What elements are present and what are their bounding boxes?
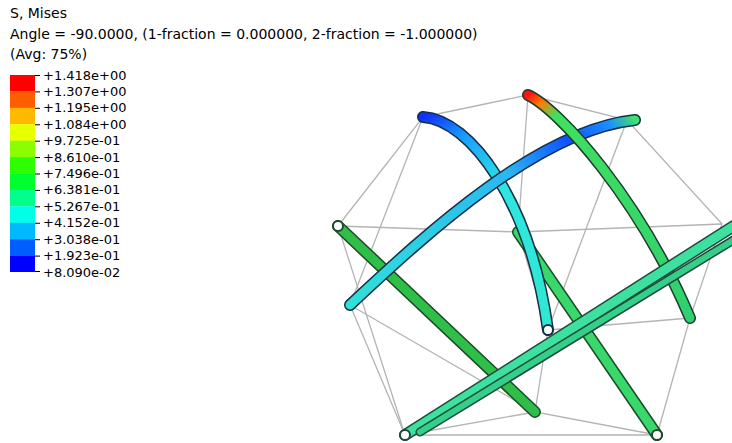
tube <box>420 236 732 432</box>
tube-outline <box>405 222 732 435</box>
legend-value: +3.038e-01 <box>43 233 120 246</box>
tube-end <box>333 221 343 231</box>
colour-band <box>10 75 35 92</box>
colour-bar-ticks <box>35 76 40 272</box>
legend-value: +5.267e-01 <box>43 200 120 213</box>
legend-value: +6.381e-01 <box>43 183 120 196</box>
tube-outline <box>420 236 732 432</box>
tube-end <box>652 430 662 440</box>
colour-band <box>10 256 35 272</box>
colour-band <box>10 206 35 223</box>
legend-value: +1.195e+00 <box>43 101 127 114</box>
view-angle-note: Angle = -90.0000, (1-fraction = 0.000000… <box>10 27 478 41</box>
colour-band <box>10 239 35 256</box>
legend-value: +4.152e-01 <box>43 216 120 229</box>
colour-band <box>10 223 35 240</box>
wire-line <box>338 224 722 232</box>
tick-marks <box>35 76 40 272</box>
colour-band <box>10 141 35 158</box>
legend-value: +1.418e+00 <box>43 69 127 82</box>
legend-value: +7.496e-01 <box>43 167 120 180</box>
result-variable: S, Mises <box>10 6 67 20</box>
tube <box>405 222 732 435</box>
legend-value: +8.090e-02 <box>43 266 120 279</box>
colour-band <box>10 108 35 125</box>
legend-value: +9.725e-01 <box>43 134 120 147</box>
tube-members <box>333 95 732 440</box>
colour-band <box>10 190 35 207</box>
averaging-note: (Avg: 75%) <box>10 47 87 61</box>
colour-band <box>10 124 35 141</box>
tube-end <box>543 325 553 335</box>
colour-band <box>10 91 35 108</box>
legend-value: +8.610e-01 <box>43 151 120 164</box>
colour-band <box>10 157 35 174</box>
legend-value: +1.307e+00 <box>43 85 127 98</box>
tube-end <box>400 430 410 440</box>
colour-band <box>10 174 35 191</box>
legend-value: +1.084e+00 <box>43 118 127 131</box>
colour-bar <box>10 75 35 272</box>
legend-value: +1.923e-01 <box>43 249 120 262</box>
